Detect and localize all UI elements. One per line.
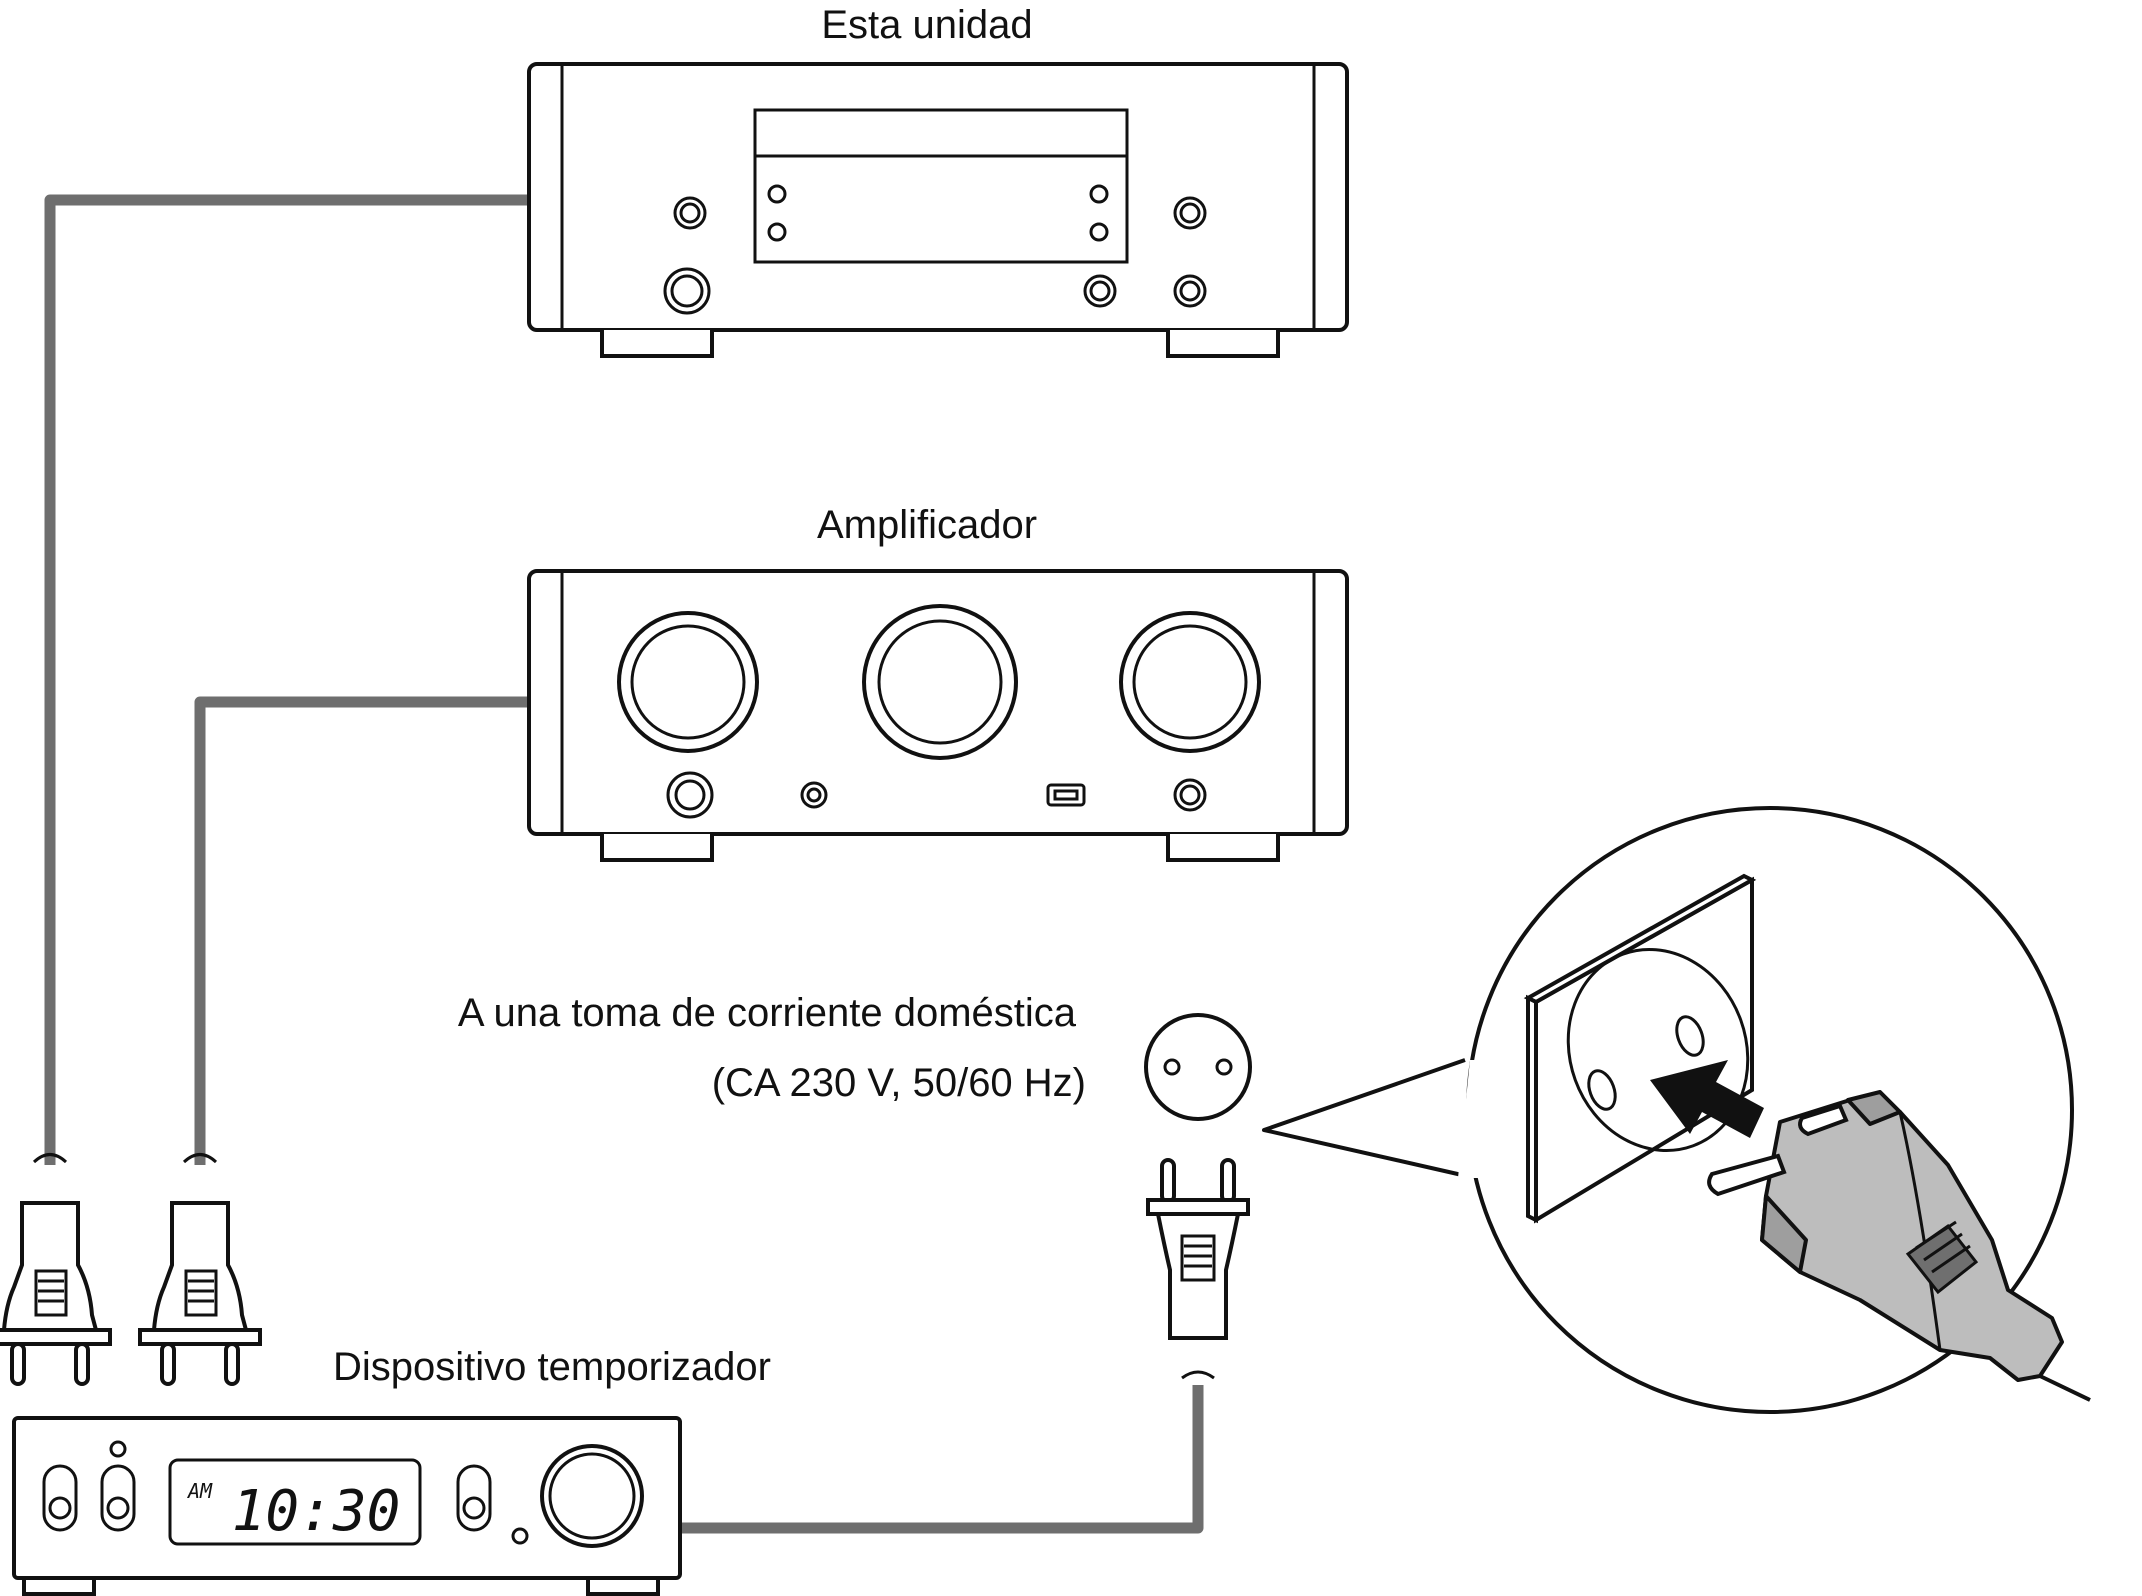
label-outlet-line1: A una toma de corriente doméstica — [458, 991, 1077, 1035]
this-unit-device — [527, 62, 1349, 358]
timer-time-text: 10:30 — [232, 1479, 401, 1544]
plug-icon-amplifier — [138, 1153, 262, 1386]
cord-this-unit — [44, 194, 529, 1165]
label-timer: Dispositivo temporizador — [333, 1345, 771, 1389]
cord-amplifier — [194, 696, 529, 1165]
cord-timer — [680, 1385, 1204, 1534]
label-this-unit: Esta unidad — [821, 3, 1032, 47]
amplifier-device — [527, 569, 1349, 862]
insert-arrow-icon — [1650, 1060, 1764, 1138]
plug-closeup-icon — [1707, 1090, 2091, 1402]
label-amplifier: Amplificador — [817, 503, 1037, 547]
plug-icon-timer — [1146, 1158, 1250, 1380]
power-cords — [44, 194, 1204, 1534]
wall-outlet-icon — [1144, 1013, 1252, 1121]
label-outlet-line2: (CA 230 V, 50/60 Hz) — [712, 1061, 1086, 1105]
magnified-callout — [1262, 806, 2091, 1414]
wall-socket-plate — [1523, 873, 1757, 1224]
timer-ampm-text: AM — [186, 1479, 213, 1503]
timer-device: AM 10:30 — [12, 1416, 682, 1596]
plug-icon-this-unit — [0, 1153, 112, 1386]
